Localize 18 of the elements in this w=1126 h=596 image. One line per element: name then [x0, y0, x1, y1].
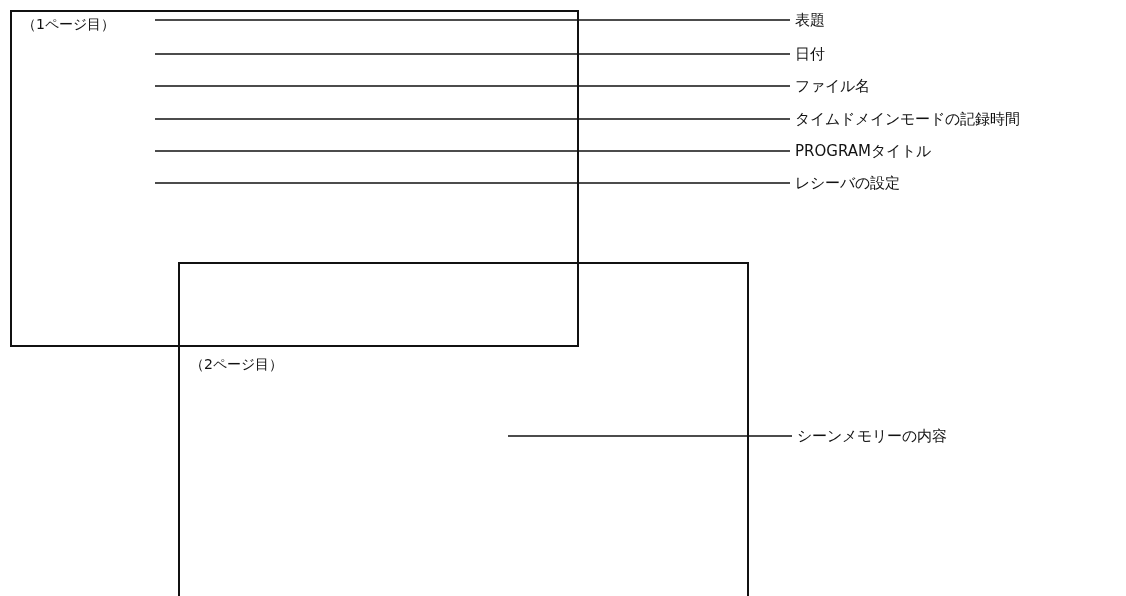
callout-label: シーンメモリーの内容: [797, 427, 947, 445]
page-frame: [10, 10, 579, 347]
leader-line: [154, 118, 791, 120]
page-frame: [178, 262, 749, 596]
callout-label: PROGRAMタイトル: [795, 142, 931, 160]
callout-label: 日付: [795, 45, 825, 63]
callout-label: 表題: [795, 11, 825, 29]
leader-line: [154, 182, 791, 184]
leader-line: [154, 85, 791, 87]
leader-line: [154, 19, 791, 21]
callout-label: ファイル名: [795, 77, 870, 95]
callout-label: レシーバの設定: [795, 174, 900, 192]
page-label: （2ページ目）: [190, 356, 283, 374]
leader-line: [507, 435, 793, 437]
page-label: （1ページ目）: [22, 16, 115, 34]
leader-line: [154, 150, 791, 152]
leader-line: [154, 53, 791, 55]
callout-label: タイムドメインモードの記録時間: [795, 110, 1020, 128]
